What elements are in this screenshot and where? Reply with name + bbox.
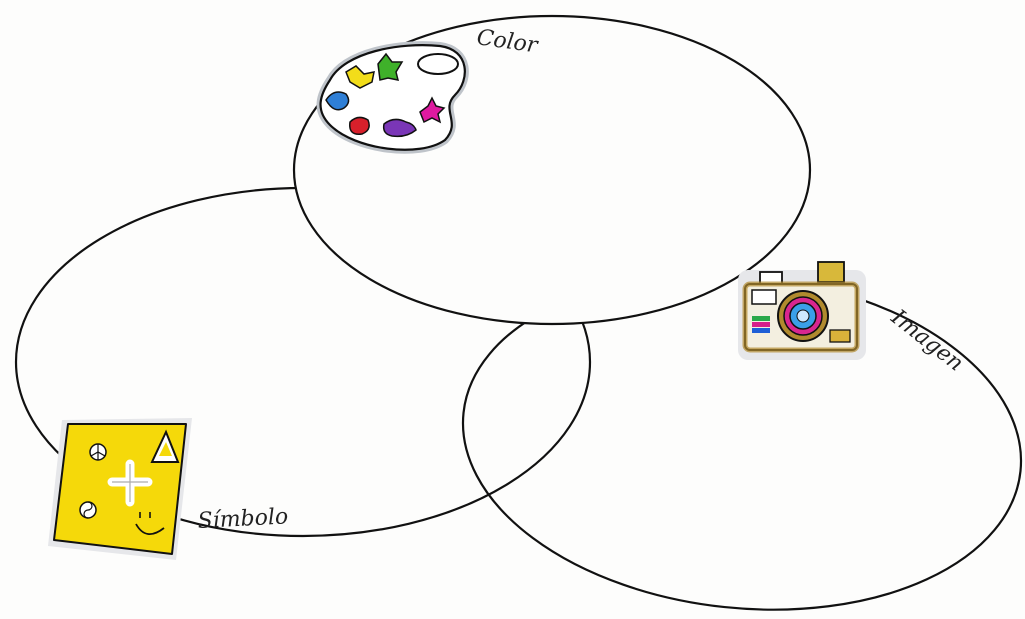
simbolo-label: Símbolo [197,504,289,534]
palette-icon [316,41,469,154]
symbol-note-icon [48,418,192,560]
camera-icon [738,261,866,360]
imagen-label: Imagen [886,304,968,376]
